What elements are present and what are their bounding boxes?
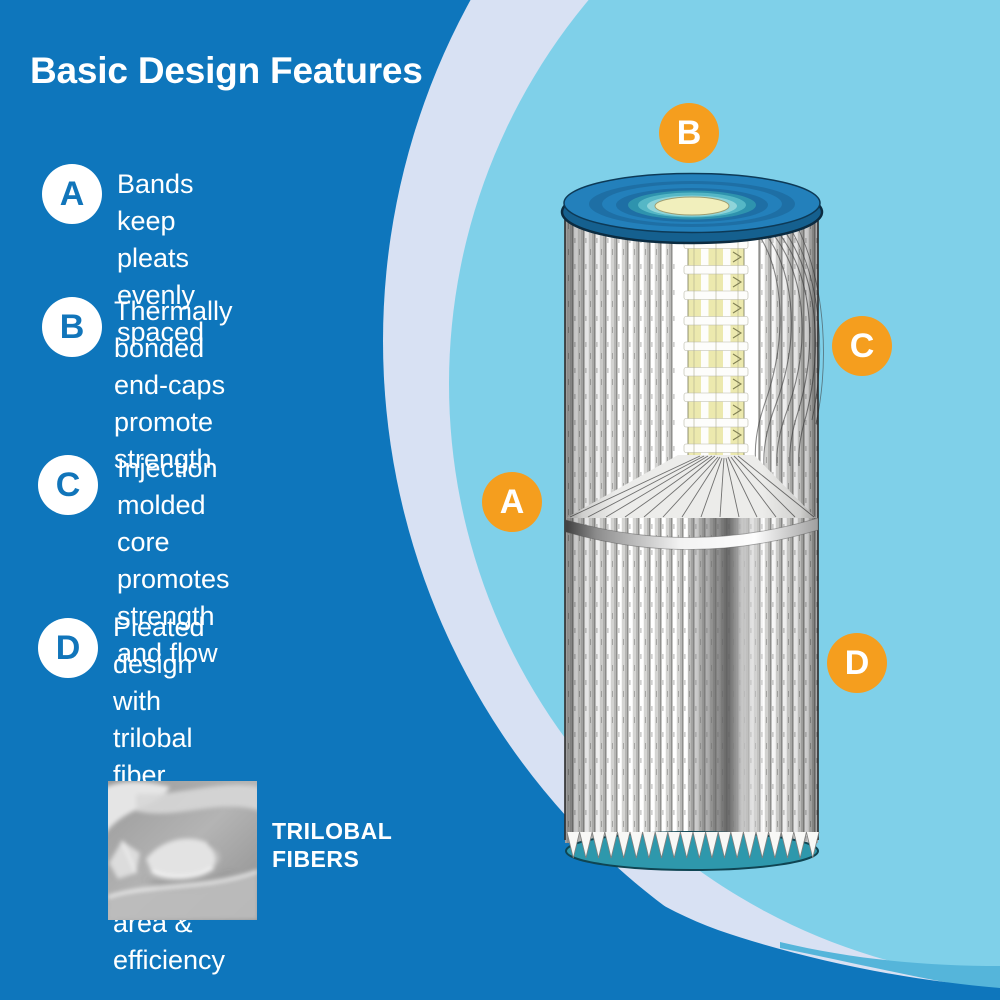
end-cap [560,172,824,245]
trilobal-fiber-micrograph [108,781,257,920]
cylinder-shading [565,205,818,843]
bottom-cap [565,831,820,871]
feature-text-c: Injection molded core promotes strength … [117,453,230,668]
filter-cartridge-illustration [560,172,824,871]
callout-badge-d: D [827,633,887,693]
feature-letter-circle-a: A [42,164,102,224]
callout-badge-b: B [659,103,719,163]
callout-badge-a: A [482,472,542,532]
callout-badge-c: C [832,316,892,376]
feature-letter-circle-c: C [38,455,98,515]
feature-text-a: Bands keep pleats evenly spaced [117,169,205,347]
feature-letter-circle-b: B [42,297,102,357]
wave-dark [550,800,1000,1000]
center-hole [654,196,730,216]
fiber-caption: TRILOBAL FIBERS [272,818,393,872]
retaining-band [565,517,819,550]
pleat-teeth [566,831,820,859]
wave-medium [780,942,1000,992]
feature-text-b: Thermally bonded end-caps promote streng… [114,296,233,474]
feature-letter-circle-d: D [38,618,98,678]
page-title: Basic Design Features [30,50,423,91]
